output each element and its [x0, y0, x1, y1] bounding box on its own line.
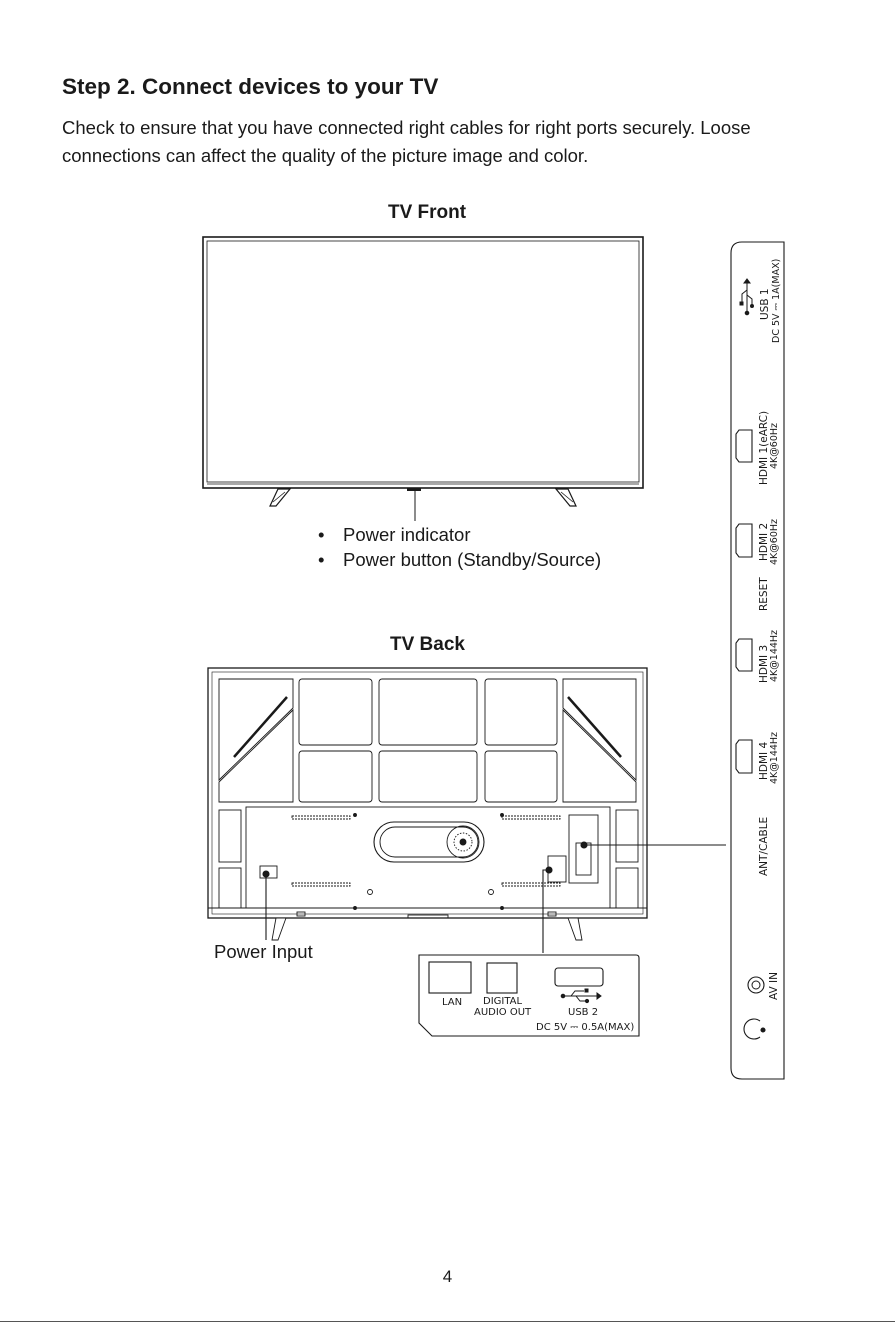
- usb1-rating-label: DC 5V ⎓ 1A(MAX): [771, 259, 782, 343]
- lan-label: LAN: [442, 997, 462, 1008]
- hdmi1-spec-label: 4K@60Hz: [769, 423, 780, 469]
- usb2-label: USB 2: [568, 1007, 598, 1018]
- hdmi4-label: HDMI 4: [758, 742, 770, 780]
- av-in-label: AV IN: [768, 972, 780, 1000]
- usb2-rating-label: DC 5V ⎓ 0.5A(MAX): [536, 1022, 634, 1033]
- usb-icon: [560, 988, 602, 1004]
- ant-cable-label: ANT/CABLE: [758, 817, 770, 876]
- hdmi3-spec-label: 4K@144Hz: [769, 630, 780, 682]
- side-port-panel: USB 1 DC 5V ⎓ 1A(MAX) HDMI 1(eARC) 4K@60…: [730, 241, 785, 1080]
- tv-front-illustration: [202, 236, 644, 521]
- optical-port: [486, 962, 518, 994]
- power-indicator-label: Power indicator: [343, 524, 471, 545]
- front-controls-list: •Power indicator •Power button (Standby/…: [318, 522, 601, 572]
- tv-back-illustration: [207, 667, 648, 941]
- av-jack-icon: [743, 1018, 766, 1040]
- digital-audio-label-1: DIGITAL: [483, 996, 523, 1007]
- hdmi3-port: [735, 638, 753, 672]
- reset-label: RESET: [758, 577, 770, 611]
- list-item: •Power button (Standby/Source): [318, 549, 602, 570]
- hdmi2-spec-label: 4K@60Hz: [769, 519, 780, 565]
- usb-icon: [739, 278, 754, 316]
- hdmi1-label: HDMI 1(eARC): [758, 411, 770, 485]
- intro-paragraph: Check to ensure that you have connected …: [62, 117, 751, 166]
- hdmi2-port: [735, 523, 753, 558]
- usb2-port: [554, 967, 604, 987]
- hdmi1-port: [735, 429, 753, 463]
- hdmi4-spec-label: 4K@144Hz: [769, 732, 780, 784]
- list-item: •Power indicator: [318, 524, 471, 545]
- page-number: 4: [442, 1267, 453, 1286]
- usb1-label: USB 1: [759, 288, 771, 320]
- tv-front-caption: TV Front: [388, 202, 467, 223]
- hdmi2-label: HDMI 2: [758, 523, 770, 561]
- footer-divider: [0, 1321, 895, 1322]
- callout-lines: [262, 841, 726, 953]
- hdmi3-label: HDMI 3: [758, 645, 770, 683]
- hdmi4-port: [735, 739, 753, 774]
- bottom-port-panel: LAN DIGITAL AUDIO OUT USB 2 DC 5V ⎓ 0.5A…: [418, 954, 640, 1037]
- av-in-jack: [747, 976, 765, 994]
- tv-back-caption: TV Back: [390, 634, 465, 655]
- page-heading: Step 2. Connect devices to your TV: [62, 74, 439, 99]
- power-button-label: Power button (Standby/Source): [343, 549, 602, 570]
- lan-port: [428, 961, 472, 994]
- power-input-label: Power Input: [214, 941, 313, 962]
- digital-audio-label-2: AUDIO OUT: [474, 1007, 532, 1018]
